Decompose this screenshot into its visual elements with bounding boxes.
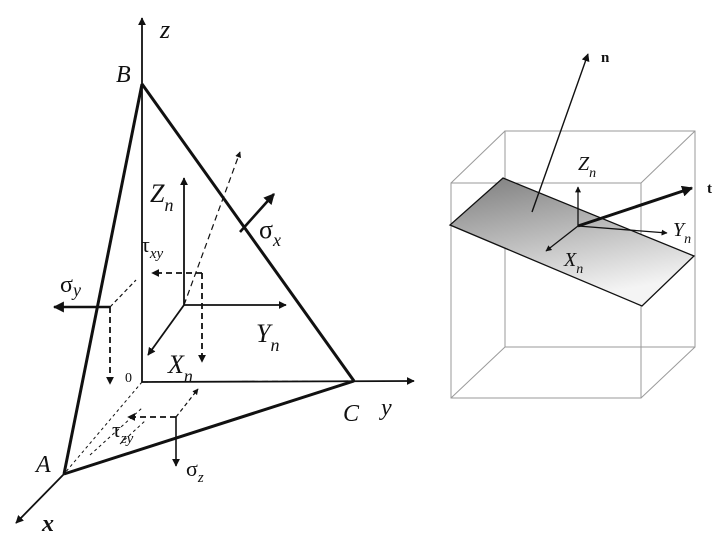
y-n-label: Yn <box>256 319 279 355</box>
origin-label: 0 <box>125 371 132 386</box>
vertex-b-label: B <box>116 62 131 88</box>
right-x-n-label: Xn <box>563 249 583 277</box>
normal-n-label: n <box>601 50 610 66</box>
hidden-edge-oa <box>63 381 143 475</box>
axis-z-label: z <box>159 15 170 44</box>
axis-x-label: x <box>41 511 54 537</box>
sigma-z-diagonal-dashed <box>175 388 199 418</box>
tau-xy-label: τxy <box>141 232 164 262</box>
vertex-a-label: A <box>34 452 51 478</box>
box-edge-bl <box>450 346 506 399</box>
sigma-y-label: σy <box>60 272 81 300</box>
tangent-t-arrow <box>577 185 694 228</box>
box-edge-tr <box>640 130 696 184</box>
sigma-y-diagonal-dashed <box>109 279 137 308</box>
tetrahedron-figure: z y x B A C 0 Zn Yn Xn σx σy τxy τzy σz <box>15 15 415 537</box>
z-n-label: Zn <box>150 179 173 215</box>
tau-zy-label: τzy <box>112 417 134 447</box>
vertex-c-label: C <box>343 401 360 427</box>
sigma-x-arrow <box>239 193 275 233</box>
box-edge-br <box>640 346 696 399</box>
inclined-plane <box>448 177 696 307</box>
tangent-t-label: t <box>707 181 712 197</box>
normal-direction-dashed <box>183 151 241 306</box>
x-n-arrow <box>147 304 185 356</box>
sigma-x-label: σx <box>259 215 281 250</box>
right-z-n-label: Zn <box>578 153 596 181</box>
hidden-edge-oc <box>141 380 355 383</box>
normal-n-arrow <box>531 53 590 213</box>
x-axis <box>15 473 65 524</box>
edge-ac <box>63 379 355 476</box>
right-y-n-label: Yn <box>673 219 691 247</box>
cube-plane-figure: n t Zn Yn Xn <box>448 50 712 399</box>
right-y-n-arrow <box>577 225 668 236</box>
edge-bc <box>140 83 356 382</box>
edge-ba <box>62 83 144 475</box>
axis-y-label: y <box>379 395 392 421</box>
x-n-label: Xn <box>167 350 193 386</box>
box-edge-tl <box>450 130 506 184</box>
right-x-n-arrow <box>545 225 579 252</box>
sigma-z-label: σz <box>186 456 204 486</box>
